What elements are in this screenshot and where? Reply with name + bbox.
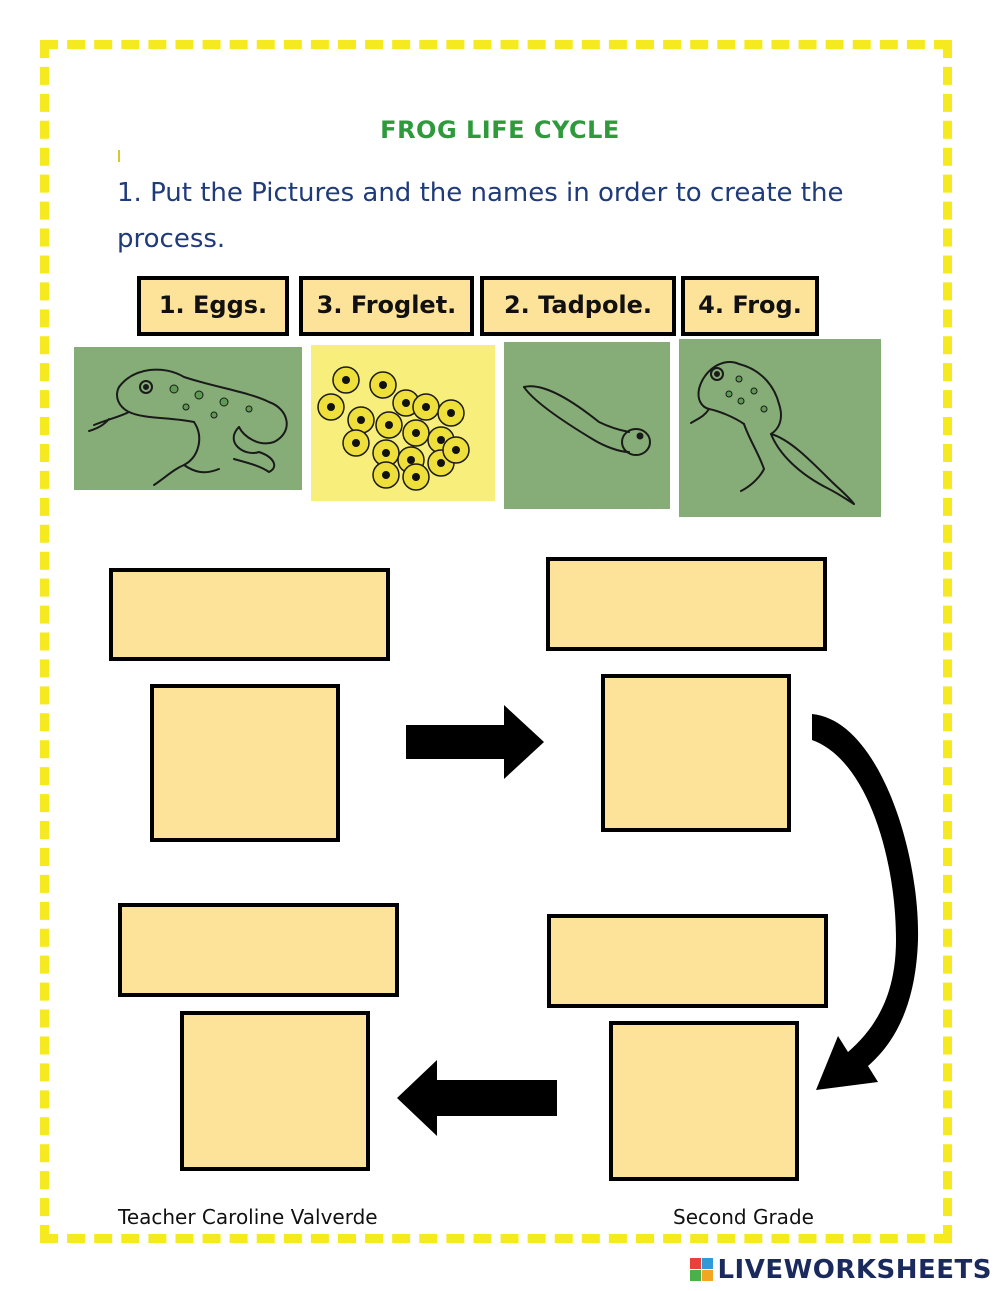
- word-chip-frog[interactable]: 4. Frog.: [681, 276, 819, 336]
- drop-zone-name-2[interactable]: [546, 557, 827, 651]
- adult-frog-picture[interactable]: [74, 347, 302, 490]
- froglet-icon: [690, 361, 855, 505]
- instruction-text: 1. Put the Pictures and the names in ord…: [117, 178, 844, 254]
- worksheet-title: FROG LIFE CYCLE: [380, 116, 620, 144]
- word-chip-tadpole[interactable]: 2. Tadpole.: [480, 276, 676, 336]
- arrow-left-icon: [397, 1060, 557, 1136]
- arrow-right-icon: [406, 705, 544, 779]
- drop-zone-name-3[interactable]: [547, 914, 828, 1008]
- frog-eggs-picture[interactable]: [311, 345, 495, 501]
- drop-zone-picture-1[interactable]: [150, 684, 340, 842]
- drop-zone-picture-3[interactable]: [609, 1021, 799, 1181]
- frog-eggs-icon: [317, 366, 470, 491]
- drop-zone-picture-4[interactable]: [180, 1011, 370, 1171]
- cursor-mark: [118, 150, 120, 162]
- page-dashed-border: [40, 40, 952, 1243]
- drop-zone-name-1[interactable]: [109, 568, 390, 661]
- brand-name: LIVEWORKSHEETS: [717, 1255, 992, 1285]
- tadpole-picture[interactable]: [504, 342, 670, 509]
- liveworksheets-logo-icon: [690, 1258, 714, 1282]
- tadpole-icon: [523, 385, 651, 456]
- adult-frog-icon: [88, 368, 288, 486]
- curved-arrow-down-icon: [812, 714, 919, 1090]
- teacher-name: Teacher Caroline Valverde: [118, 1205, 378, 1229]
- liveworksheets-logo: LIVEWORKSHEETS: [690, 1254, 992, 1286]
- drop-zone-name-4[interactable]: [118, 903, 399, 997]
- froglet-picture[interactable]: [679, 339, 881, 517]
- word-chip-froglet[interactable]: 3. Froglet.: [299, 276, 474, 336]
- drop-zone-picture-2[interactable]: [601, 674, 791, 832]
- word-chip-eggs[interactable]: 1. Eggs.: [137, 276, 289, 336]
- grade-label: Second Grade: [673, 1205, 814, 1229]
